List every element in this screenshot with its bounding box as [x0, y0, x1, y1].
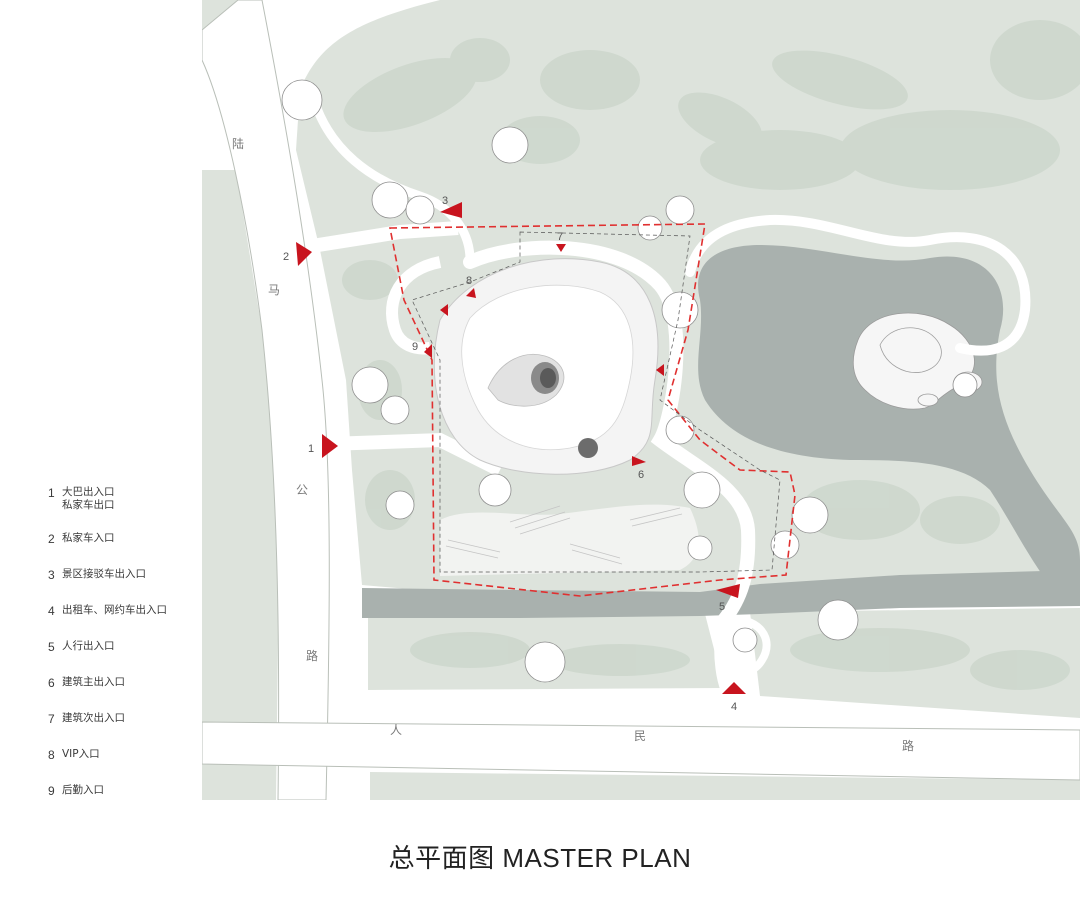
legend-number: 4: [48, 604, 55, 618]
arrow-entry-3: [440, 202, 462, 218]
legend-text: 后勤入口: [62, 784, 104, 796]
access-road-north: [310, 221, 459, 253]
lake: [698, 245, 1080, 585]
tree-clumps: [342, 20, 1080, 690]
legend-text: 出租车、网约车出入口: [62, 604, 167, 616]
marker-5: 5: [719, 601, 725, 613]
site-boundary: [389, 223, 796, 597]
arrow-entry-7: [556, 244, 566, 252]
caption: 总平面图 MASTER PLAN: [388, 843, 692, 873]
arrow-entry-6: [632, 456, 646, 466]
legend-item: 7 建筑次出入口: [48, 712, 125, 726]
entry-arrows: [296, 202, 746, 694]
marker-2: 2: [283, 251, 289, 263]
pedestrian-loop: [721, 615, 771, 675]
legend-text: 建筑次出入口: [62, 712, 125, 724]
legend-item: 2 私家车入口: [48, 532, 115, 546]
legend-item: 6 建筑主出入口: [48, 676, 125, 690]
legend-item: 9 后勤入口: [48, 784, 104, 798]
legend-number: 5: [48, 640, 55, 654]
arrow-entry-1: [322, 434, 338, 458]
legend-number: 3: [48, 568, 55, 582]
museum-building: [433, 258, 659, 475]
legend-item: 1 大巴出入口 私家车出口: [48, 486, 115, 512]
marker-4: 4: [731, 701, 737, 713]
building-line: [411, 231, 781, 573]
legend-number: 7: [48, 712, 55, 726]
legend-text: 大巴出入口 私家车出口: [62, 486, 115, 511]
arrow-entry-5: [716, 584, 740, 598]
marker-9: 9: [412, 341, 418, 353]
road-char-min: 民: [634, 729, 646, 743]
legend-item: 8 VIP入口: [48, 748, 100, 762]
legend-number: 9: [48, 784, 55, 798]
south-plaza: [440, 504, 699, 576]
marker-1: 1: [308, 443, 314, 455]
road-name-renmin: 人 民 路: [390, 723, 914, 753]
legend-number: 6: [48, 676, 55, 690]
west-green-strip: [202, 170, 278, 800]
legend-text: 景区接驳车出入口: [62, 568, 146, 580]
marker-8: 8: [466, 275, 472, 287]
arrow-entry-9a: [440, 304, 448, 316]
road-char-lu3: 路: [902, 738, 914, 753]
legend-item: 4 出租车、网约车出入口: [48, 604, 167, 618]
canal: [362, 570, 1080, 618]
north-path: [309, 95, 475, 265]
tree-symbols: [281, 79, 978, 683]
road-char-lu: 陆: [232, 136, 244, 151]
dropoff-loop: [386, 256, 442, 355]
road-char-ren: 人: [390, 723, 402, 737]
legend-number: 8: [48, 748, 55, 762]
road-lumagong: [202, 0, 330, 800]
lake-ring-path: [685, 214, 1031, 356]
road-renmin: [202, 721, 1080, 781]
marker-numbers: 1 2 3 4 5 6 7 8 9: [283, 195, 737, 713]
legend-item: 3 景区接驳车出入口: [48, 568, 146, 582]
site-loop-road: [463, 240, 756, 707]
legend-text: VIP入口: [62, 748, 100, 760]
arrow-entry-8: [466, 288, 476, 298]
arrow-entry-4: [722, 682, 746, 694]
marker-3: 3: [442, 195, 448, 207]
legend-item: 5 人行出入口: [48, 640, 115, 654]
legend-text: 人行出入口: [62, 640, 115, 652]
legend-text: 私家车入口: [62, 532, 115, 544]
park-far-south: [370, 772, 1080, 800]
parking-stalls: [445, 505, 683, 565]
arrow-entry-east: [656, 364, 664, 376]
road-name-lumagong: 陆 马 公 路: [232, 136, 318, 663]
legend-text: 建筑主出入口: [62, 676, 125, 688]
marker-7: 7: [557, 231, 563, 243]
arrow-entry-9b: [424, 344, 432, 358]
road-char-lu2: 路: [306, 648, 318, 663]
legend-number: 1: [48, 486, 55, 500]
arrow-entry-2: [296, 242, 312, 266]
road-char-ma: 马: [268, 283, 280, 297]
park-far-south-west: [202, 762, 276, 800]
marker-6: 6: [638, 469, 644, 481]
legend-number: 2: [48, 532, 55, 546]
road-char-gong: 公: [296, 483, 308, 497]
